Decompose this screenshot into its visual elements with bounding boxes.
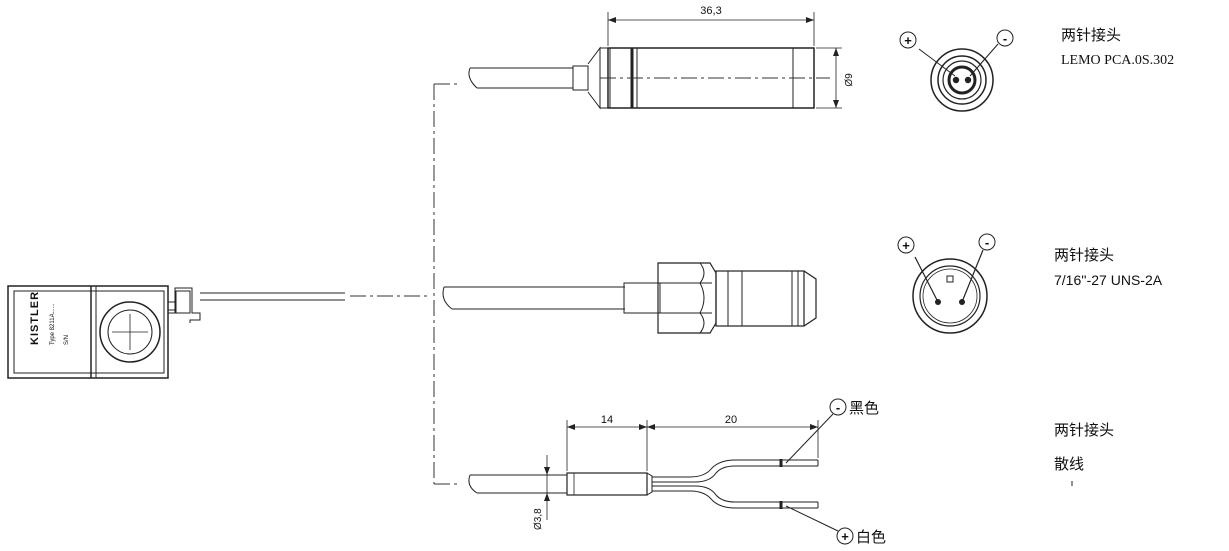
connector-unf-drawing	[442, 262, 817, 334]
dim-cable-diameter: Ø3,8	[533, 508, 544, 530]
dim-connector1-length: 36,3	[700, 5, 721, 17]
sensor-cable	[200, 292, 430, 301]
black-wire-label: 黑色	[849, 400, 879, 417]
connector-lemo-drawing	[468, 12, 842, 110]
sensor-sn: S/N	[64, 335, 70, 345]
connector-lemo-face	[899, 29, 1014, 112]
connector2-plus-sign: +	[902, 238, 910, 253]
white-wire-label: 白色	[856, 529, 886, 546]
connector1-spec: LEMO PCA.0S.302	[1061, 53, 1174, 68]
dim-connector1-diameter: Ø9	[844, 73, 855, 87]
dim-wire-length-14: 14	[601, 414, 613, 426]
dim-wire-length-20: 20	[725, 414, 737, 426]
connector2-spec: 7/16''-27 UNS-2A	[1054, 272, 1163, 288]
connector1-plus-sign: +	[904, 33, 912, 48]
flying-leads-drawing	[468, 398, 854, 545]
sensor-body	[7, 285, 201, 379]
connector2-title: 两针接头	[1054, 247, 1114, 264]
centerline-bracket	[433, 83, 460, 485]
connector1-title: 两针接头	[1061, 27, 1121, 44]
connector-unf-face	[897, 233, 996, 334]
connector1-minus-sign: -	[1003, 31, 1007, 46]
connector3-title: 两针接头	[1054, 422, 1114, 439]
black-wire-sign: -	[836, 400, 840, 415]
sensor-brand: KISTLER	[29, 291, 41, 345]
connector3-spec: 散线	[1054, 456, 1084, 473]
connector2-minus-sign: -	[985, 235, 989, 250]
white-wire-sign: +	[841, 529, 849, 544]
sensor-type: Type 8211A......	[50, 303, 56, 345]
